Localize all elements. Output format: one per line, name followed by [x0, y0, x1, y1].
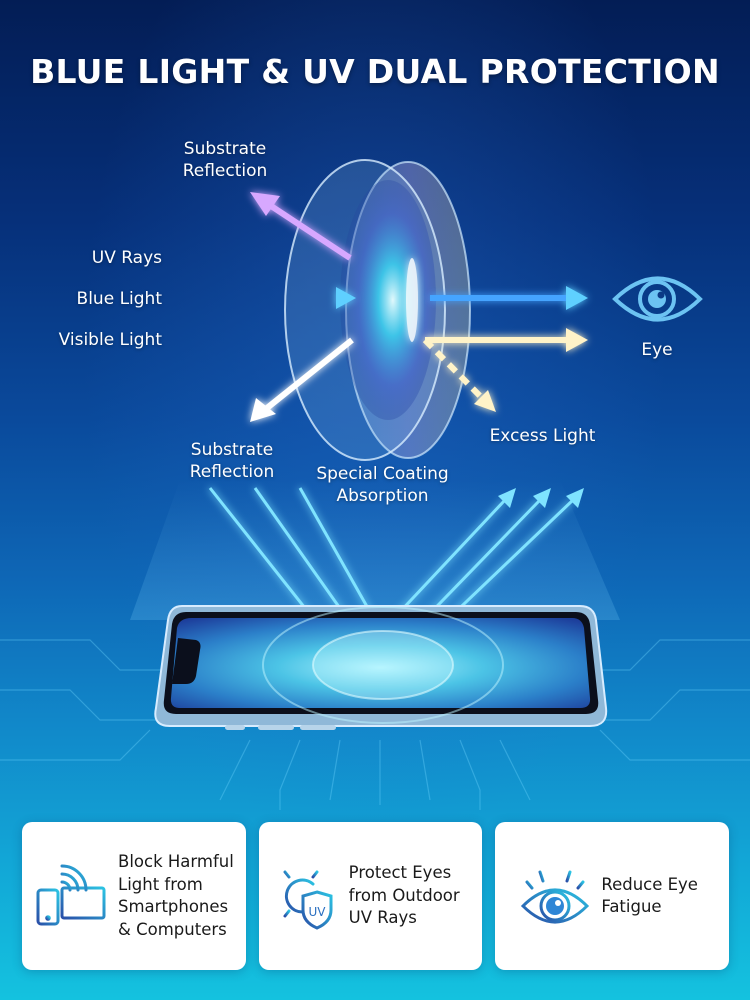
- feature-card-block-harmful-light: Block Harmful Light from Smartphones & C…: [22, 822, 246, 970]
- devices-icon: [36, 864, 106, 927]
- label-special-coating: Special Coating Absorption: [300, 463, 465, 507]
- feature-text: Reduce Eye Fatigue: [601, 874, 698, 919]
- label-blue-light: Blue Light: [76, 289, 162, 309]
- feature-line: Fatigue: [601, 897, 662, 916]
- feature-line: Smartphones: [118, 897, 229, 916]
- lens-icon: [284, 159, 471, 461]
- label-line: Substrate: [190, 440, 274, 460]
- uv-badge: UV: [308, 905, 326, 919]
- label-line: Special Coating: [316, 464, 449, 484]
- label-excess-light: Excess Light: [489, 426, 596, 446]
- uv-ray: [175, 192, 352, 261]
- sun-uv-shield-icon: UV: [273, 862, 333, 930]
- feature-card-reduce-eye-fatigue: Reduce Eye Fatigue: [495, 822, 730, 970]
- feature-line: Block Harmful: [118, 852, 234, 871]
- feature-text: Protect Eyes from Outdoor UV Rays: [349, 862, 460, 930]
- label-line: Reflection: [182, 161, 268, 181]
- page-title: BLUE LIGHT & UV DUAL PROTECTION: [30, 52, 720, 91]
- feature-cards: Block Harmful Light from Smartphones & C…: [22, 822, 730, 970]
- label-line: Substrate: [183, 139, 267, 159]
- feature-line: UV Rays: [348, 908, 417, 928]
- light-diagram: [0, 159, 750, 810]
- eye-icon: [612, 276, 703, 322]
- feature-card-uv-protection: UV Protect Eyes from Outdoor UV Rays: [258, 822, 483, 970]
- label-substrate-reflection-bottom: Substrate Reflection: [176, 439, 288, 483]
- feature-text: Block Harmful Light from Smartphones & C…: [118, 851, 234, 941]
- label-uv-rays: UV Rays: [91, 248, 162, 268]
- feature-line: & Computers: [118, 919, 227, 939]
- label-eye: Eye: [641, 340, 673, 360]
- label-visible-light: Visible Light: [58, 330, 162, 350]
- label-substrate-reflection-top: Substrate Reflection: [170, 138, 280, 182]
- light-beam: [130, 480, 620, 620]
- label-line: Reflection: [189, 462, 275, 482]
- feature-line: Reduce Eye: [601, 874, 698, 894]
- circuit-traces: [0, 639, 750, 810]
- eye-rays-icon: [521, 866, 590, 924]
- reflection-arrowheads: [498, 488, 584, 508]
- feature-line: Light from: [118, 874, 203, 894]
- label-line: Absorption: [336, 486, 429, 506]
- feature-line: Protect Eyes: [348, 863, 452, 883]
- smartphone-icon: [154, 605, 608, 730]
- blue-light-ray: [175, 286, 588, 310]
- feature-line: from Outdoor: [348, 885, 460, 905]
- visible-light-ray: [175, 328, 588, 422]
